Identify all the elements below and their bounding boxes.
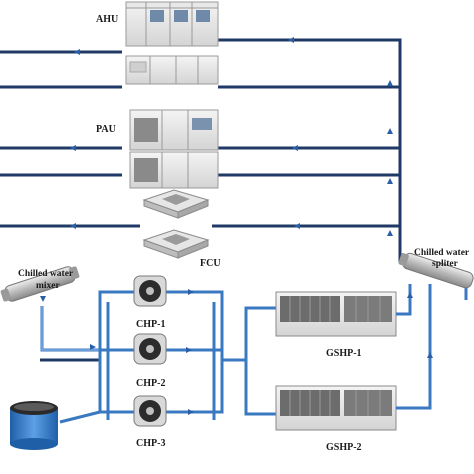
flow-arrow [292, 145, 298, 151]
mixer-header [0, 266, 80, 302]
splitter-label-line-2: spliter [432, 259, 459, 269]
flow-arrow [387, 80, 393, 86]
mixer-label-line-1: Chilled water [18, 269, 74, 279]
mixer-pipes [40, 296, 100, 362]
flow-arrow-group-top [70, 37, 393, 236]
flow-arrow [74, 49, 80, 55]
splitter-pipes [396, 284, 468, 410]
pau-label: PAU [96, 124, 116, 135]
pump-headers [98, 290, 276, 420]
heat-pump-unit [275, 385, 397, 431]
pump [133, 395, 167, 427]
heat-pump-unit [275, 291, 397, 337]
flow-arrow [387, 230, 393, 236]
fcu-label: FCU [200, 258, 221, 269]
flow-arrow [188, 409, 194, 415]
flow-arrow [70, 223, 76, 229]
pump [133, 333, 167, 365]
flow-arrow-group-pumps [90, 289, 194, 415]
pump [133, 275, 167, 307]
chp2-label: CHP-2 [136, 378, 165, 389]
chp1-label: CHP-1 [136, 319, 165, 330]
mixer-label: Chilled water mixer [18, 269, 75, 291]
flow-arrow [90, 344, 96, 350]
ahu-unit [125, 1, 219, 47]
flow-arrow [188, 289, 194, 295]
flow-arrow [70, 145, 76, 151]
mixer-label-line-2: mixer [36, 281, 61, 291]
gshp2-label: GSHP-2 [326, 442, 362, 453]
splitter-label: Chilled water spliter [414, 248, 471, 269]
gshp1-label: GSHP-1 [326, 348, 362, 359]
flow-arrow [387, 178, 393, 184]
pau-loop-pipes [0, 146, 400, 177]
flow-arrow [294, 223, 300, 229]
flow-arrow [40, 296, 46, 302]
flow-arrow [427, 352, 433, 358]
ahu-unit [125, 55, 219, 85]
splitter-header [398, 252, 474, 289]
flow-arrow [186, 347, 192, 353]
splitter-label-line-1: Chilled water [414, 248, 470, 258]
fcu-unit [142, 189, 210, 219]
pau-unit [129, 151, 219, 189]
flow-arrow [407, 292, 413, 298]
chp3-label: CHP-3 [136, 438, 165, 449]
fcu-unit [142, 229, 210, 259]
flow-arrow [387, 128, 393, 134]
pau-unit [129, 109, 219, 151]
flow-arrow [288, 37, 294, 43]
ahu-label: AHU [96, 14, 118, 25]
water-tank [10, 401, 101, 450]
